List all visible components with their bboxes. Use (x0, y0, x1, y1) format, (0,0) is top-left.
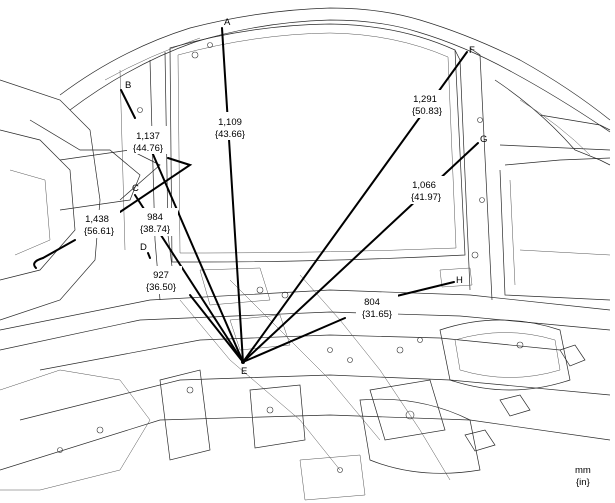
units-in: {in} (576, 477, 590, 488)
dimension-1438-in: {56.61} (84, 226, 114, 237)
line-1438-upper (119, 157, 193, 213)
dimension-d-e-in: {36.50} (146, 282, 176, 293)
point-d-label: D (140, 242, 147, 253)
line-d-e-lower (189, 294, 244, 363)
line-b-e (120, 89, 136, 119)
dimension-c-e-in: {38.74} (140, 224, 170, 235)
point-h-label: H (456, 275, 463, 286)
dimension-d-e-mm: 927 (153, 270, 169, 281)
dimension-f-e-in: {50.83} (412, 106, 442, 117)
point-b-label: B (125, 80, 131, 91)
line-1438 (42, 239, 76, 259)
dimension-c-e-mm: 984 (147, 212, 163, 223)
vehicle-body-outline (0, 7, 611, 501)
dimension-h-e-in: {31.65} (362, 309, 392, 320)
point-e-marker (241, 360, 245, 364)
point-f-label: F (469, 45, 475, 56)
point-c-label: C (132, 183, 139, 194)
units-mm: mm (575, 465, 591, 476)
dimension-b-e-in: {44.76} (133, 143, 163, 154)
dimension-g-e-in: {41.97} (411, 192, 441, 203)
line-h-e-lower (242, 317, 346, 363)
line-b-e-lower (151, 151, 244, 363)
line-1438-left-end (33, 257, 44, 269)
point-e-label: E (241, 366, 247, 377)
dimension-labels: 1,109 {43.66} 1,137 {44.76} 984 {38.74} … (78, 90, 447, 321)
point-labels: A B C D E F G H (125, 17, 487, 377)
point-g-label: G (480, 134, 487, 145)
dimension-b-e: 1,137 {44.76} (127, 126, 169, 154)
dimension-c-e: 984 {38.74} (138, 208, 178, 236)
dimension-1438: 1,438 {56.61} (78, 210, 120, 238)
dimension-h-e-mm: 804 (364, 297, 380, 308)
dimension-f-e-mm: 1,291 (413, 94, 437, 105)
dimension-a-e-in: {43.66} (215, 129, 245, 140)
dimension-b-e-mm: 1,137 (136, 131, 160, 142)
line-d-e (147, 252, 151, 259)
dimension-d-e: 927 {36.50} (140, 266, 182, 294)
dimension-g-e: 1,066 {41.97} (405, 176, 447, 204)
point-markers (241, 360, 245, 364)
line-a-e (221, 27, 244, 363)
dimension-1438-mm: 1,438 (85, 214, 109, 225)
dimension-f-e: 1,291 {50.83} (407, 90, 447, 118)
dimension-a-e-mm: 1,109 (218, 117, 242, 128)
point-a-label: A (224, 17, 231, 28)
units-legend: mm {in} (575, 465, 591, 488)
dimension-a-e: 1,109 {43.66} (210, 112, 250, 140)
dimension-g-e-mm: 1,066 (412, 180, 436, 191)
dimension-h-e: 804 {31.65} (356, 293, 398, 321)
